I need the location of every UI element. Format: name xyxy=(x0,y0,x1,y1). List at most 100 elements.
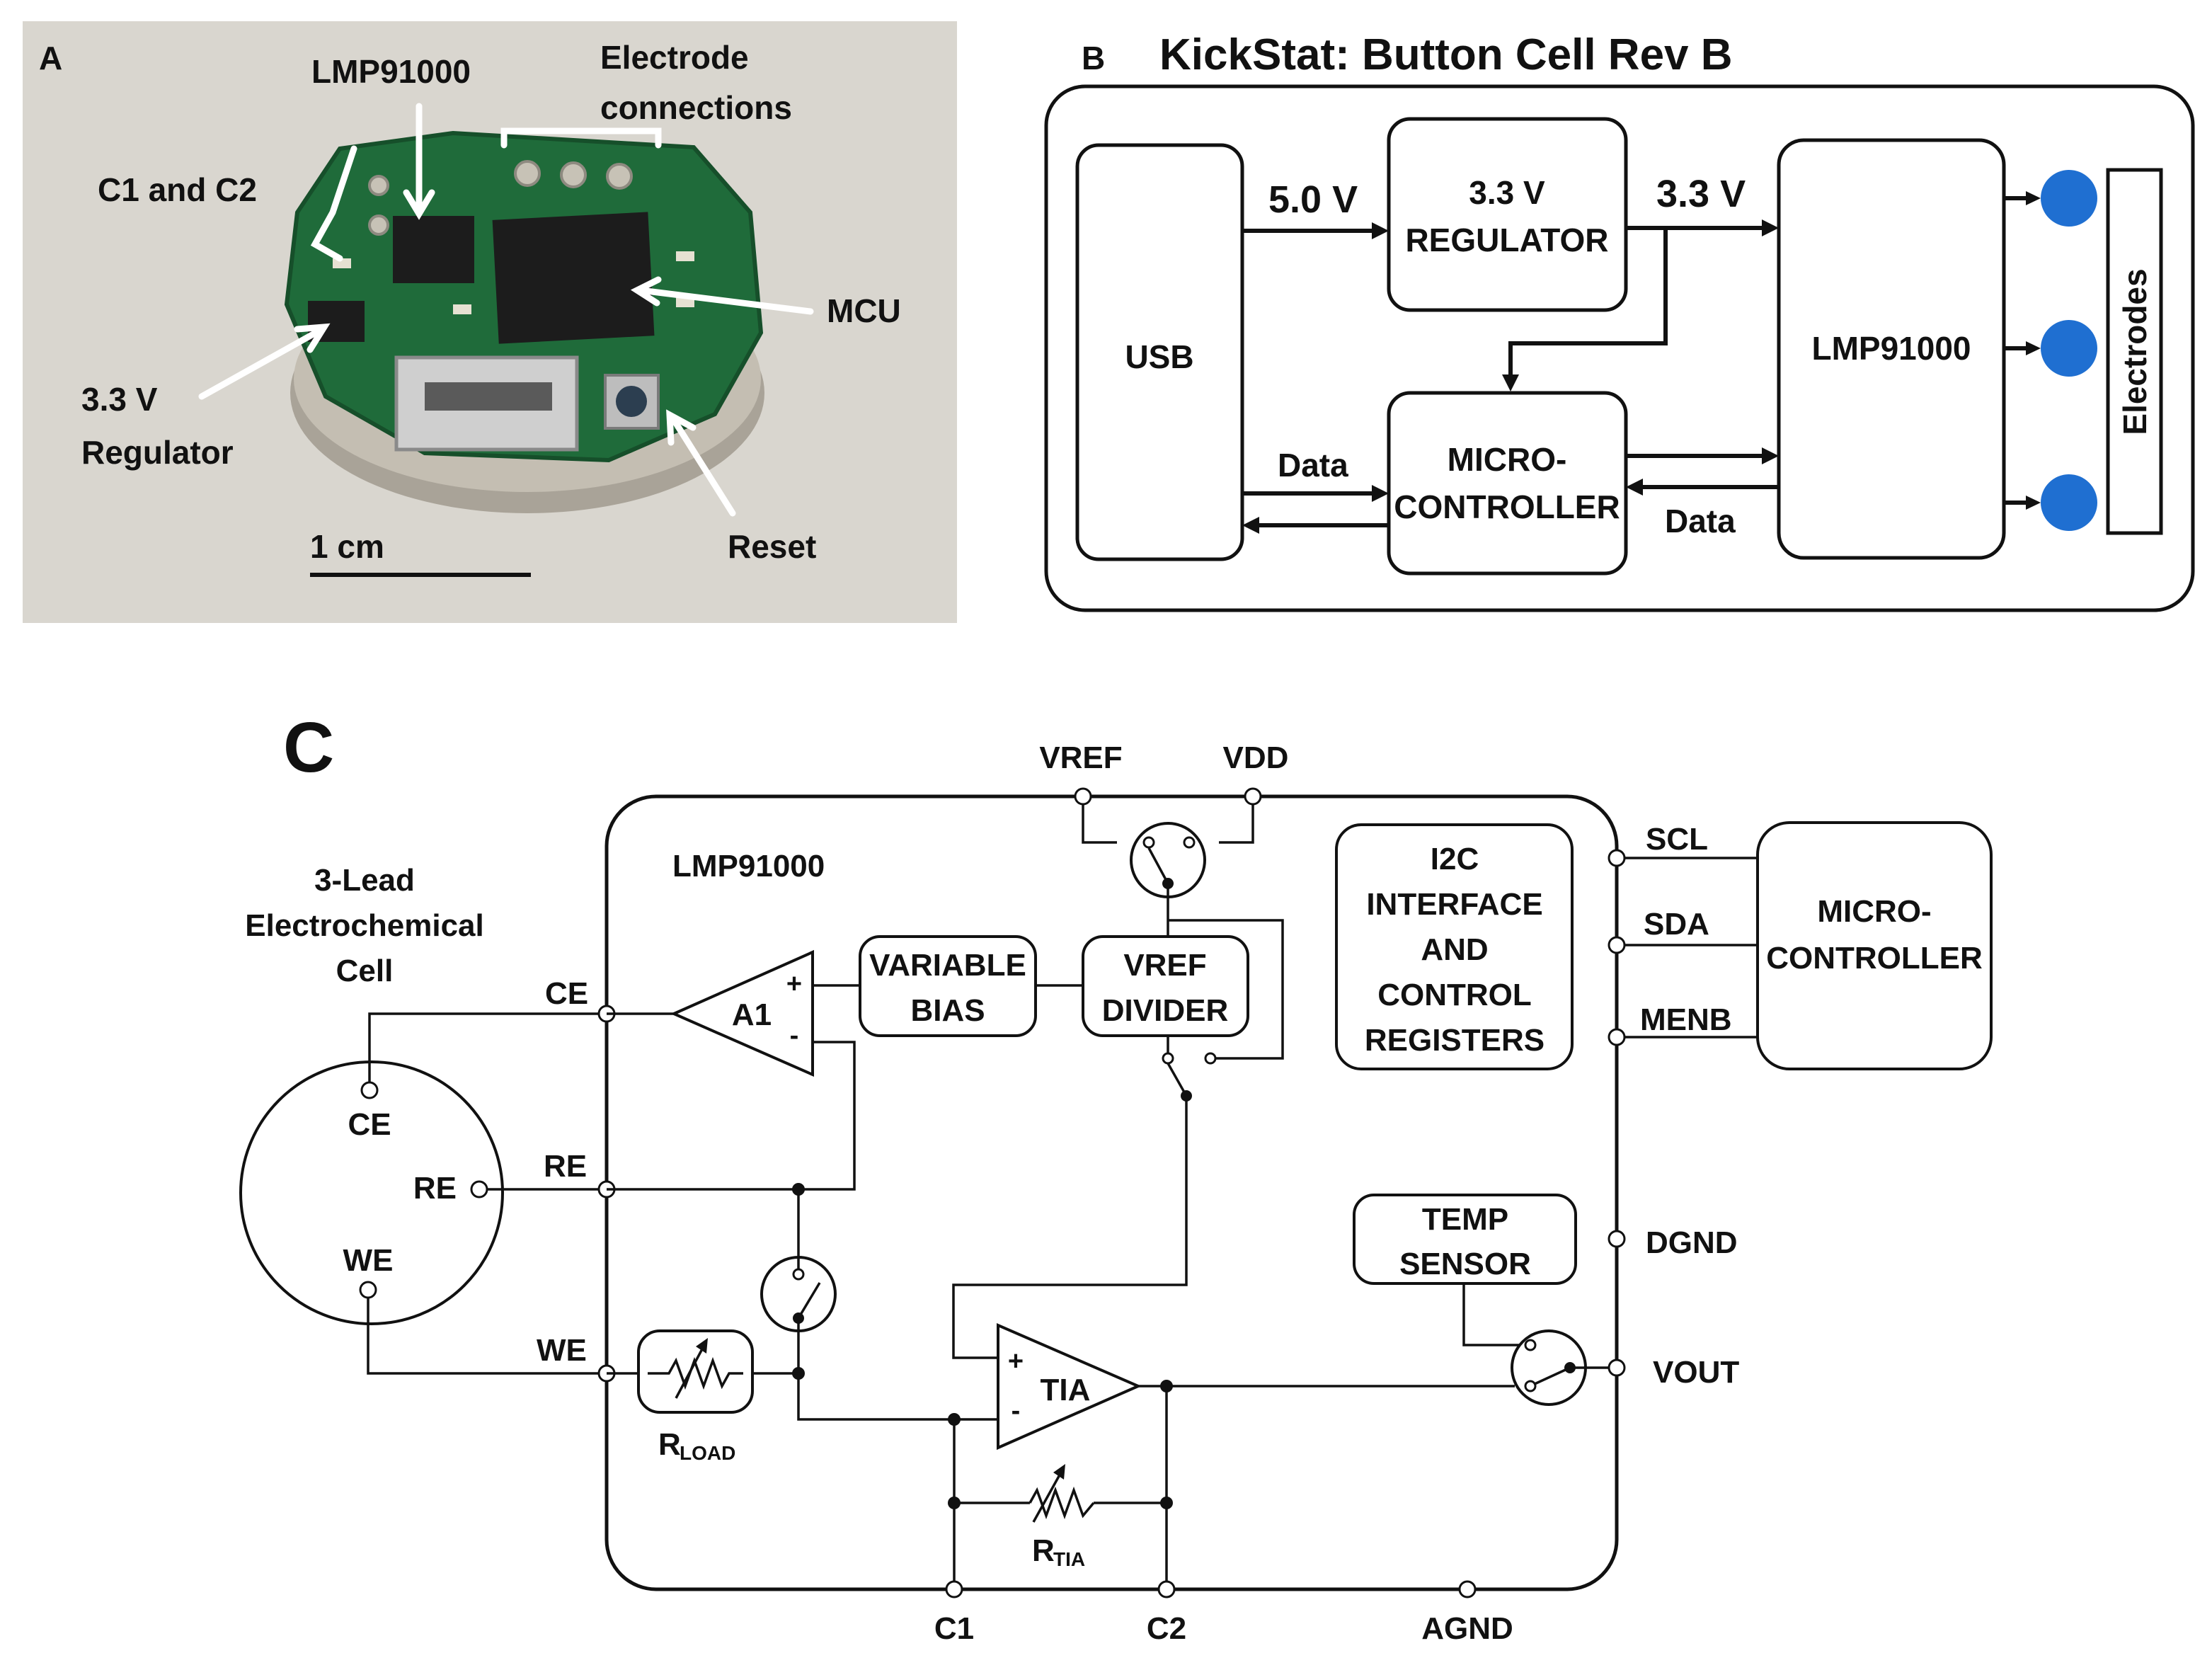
cell-title-line3: Cell xyxy=(336,954,394,988)
cell-we-label: WE xyxy=(343,1243,394,1278)
electrode-pad xyxy=(606,163,633,190)
regulator-block xyxy=(1387,117,1628,312)
i2c-line5: REGISTERS xyxy=(1365,1023,1545,1058)
rload-resistor xyxy=(648,1356,743,1390)
c1c2-pad xyxy=(368,175,389,196)
reset-button-cap xyxy=(616,386,647,417)
rtia-subscript: TIA xyxy=(1053,1548,1085,1570)
wire-i2c-bus xyxy=(1624,857,1758,1039)
i2c-line1: I2C xyxy=(1431,842,1479,876)
tia-plus: + xyxy=(1008,1346,1024,1376)
panel-a-letter: A xyxy=(39,40,62,76)
label-regulator-voltage: 3.3 V xyxy=(81,381,158,418)
label-connections: connections xyxy=(600,89,792,126)
i2c-line3: AND xyxy=(1421,932,1488,967)
label-reset: Reset xyxy=(728,528,816,565)
wire-ce xyxy=(368,1012,607,1090)
switch-contact xyxy=(792,1268,805,1281)
smd-part xyxy=(333,258,351,268)
smd-part xyxy=(676,297,694,307)
arrow-head xyxy=(2026,341,2041,355)
label-lmp91000: LMP91000 xyxy=(311,53,471,90)
mcu-arrow xyxy=(630,276,814,315)
label-scale: 1 cm xyxy=(310,528,384,565)
vref-pin-label: VREF xyxy=(1039,740,1122,775)
switch-contact xyxy=(1183,836,1196,849)
mcu-chip xyxy=(492,212,655,344)
lmp91000-block-label: LMP91000 xyxy=(1811,330,1971,367)
cell-ce-terminal xyxy=(360,1081,379,1099)
wire-a1-minus xyxy=(607,1041,856,1191)
junction-rtia-left xyxy=(948,1497,961,1509)
switch-lever xyxy=(1534,1366,1571,1385)
rtia-arrow-head xyxy=(1053,1464,1065,1480)
vdd-pin-label: VDD xyxy=(1223,740,1289,775)
pin-menb-label: MENB xyxy=(1640,1002,1732,1037)
i2c-registers-block xyxy=(1335,823,1574,1070)
regulator-block-line1: 3.3 V xyxy=(1469,174,1545,211)
usb-port xyxy=(425,382,552,411)
electrodes-block-label: Electrodes xyxy=(2116,268,2153,435)
junction-re xyxy=(792,1183,805,1196)
rtia-adjust-arrow xyxy=(1032,1470,1063,1523)
pin-scl xyxy=(1608,849,1626,867)
cell-ce-label: CE xyxy=(348,1107,391,1142)
rtia-label: R xyxy=(1032,1533,1055,1568)
pin-we-label: WE xyxy=(537,1333,587,1368)
rload-block xyxy=(637,1329,754,1414)
switch-contact xyxy=(1142,836,1155,849)
label-electrode: Electrode xyxy=(600,39,749,76)
lmp-arrow xyxy=(403,103,435,220)
reset-arrow xyxy=(666,409,736,517)
switch-node xyxy=(793,1312,804,1324)
pin-scl-label: SCL xyxy=(1646,822,1708,857)
electrodes-block xyxy=(2106,168,2163,535)
panel-b-letter: B xyxy=(1082,40,1105,76)
electrode-pad xyxy=(560,161,587,188)
arrow-head xyxy=(1502,374,1519,391)
arrow-head xyxy=(1372,485,1389,502)
microcontroller-block-line1: MICRO- xyxy=(1448,441,1567,478)
panel-a: A LMP91000 Electrode connections C1 and … xyxy=(23,21,957,623)
arrow-head xyxy=(2026,191,2041,205)
arrow-head xyxy=(1762,219,1779,236)
lmp91000-chip xyxy=(393,216,474,283)
arrow-head xyxy=(1372,222,1389,239)
regulator-block-line2: REGULATOR xyxy=(1405,222,1608,258)
switch-lever xyxy=(1147,847,1169,884)
pin-sda xyxy=(1608,936,1626,954)
cell-we-terminal xyxy=(359,1281,377,1299)
arrow-head xyxy=(1626,479,1643,496)
microcontroller-block xyxy=(1387,391,1628,576)
wire-switch-divider xyxy=(1167,883,1284,1060)
smd-part xyxy=(676,251,694,261)
cell-title-line2: Electrochemical xyxy=(245,908,484,943)
pin-vout-label: VOUT xyxy=(1653,1355,1739,1390)
electrode-pad xyxy=(514,160,541,187)
i2c-line4: CONTROL xyxy=(1377,978,1532,1012)
switch-contact xyxy=(1524,1380,1537,1392)
arrow-head xyxy=(1762,447,1779,464)
microcontroller-block-line2: CONTROLLER xyxy=(1394,488,1620,525)
external-mcu-line2: CONTROLLER xyxy=(1766,941,1983,976)
rload-arrow-head xyxy=(696,1338,708,1354)
pin-agnd xyxy=(1458,1580,1477,1598)
vref-divider-line2: DIVIDER xyxy=(1102,993,1228,1028)
switch-contact xyxy=(1524,1339,1537,1351)
switch-lever xyxy=(797,1282,821,1319)
c1c2-pad xyxy=(368,215,389,236)
usb-block xyxy=(1075,143,1244,561)
panel-b-title: KickStat: Button Cell Rev B xyxy=(1159,30,1733,79)
electrochemical-cell xyxy=(239,1060,504,1325)
pin-menb xyxy=(1608,1028,1626,1046)
arrow-head xyxy=(1242,517,1259,534)
pin-sda-label: SDA xyxy=(1644,907,1709,942)
vref-divider-line1: VREF xyxy=(1123,948,1206,983)
vref-pin xyxy=(1074,787,1092,806)
electrode-dot xyxy=(2041,320,2097,377)
arrow-head xyxy=(2026,496,2041,510)
temp-sensor-line2: SENSOR xyxy=(1399,1247,1531,1281)
usb-block-label: USB xyxy=(1125,338,1193,375)
label-5v: 5.0 V xyxy=(1268,178,1358,221)
